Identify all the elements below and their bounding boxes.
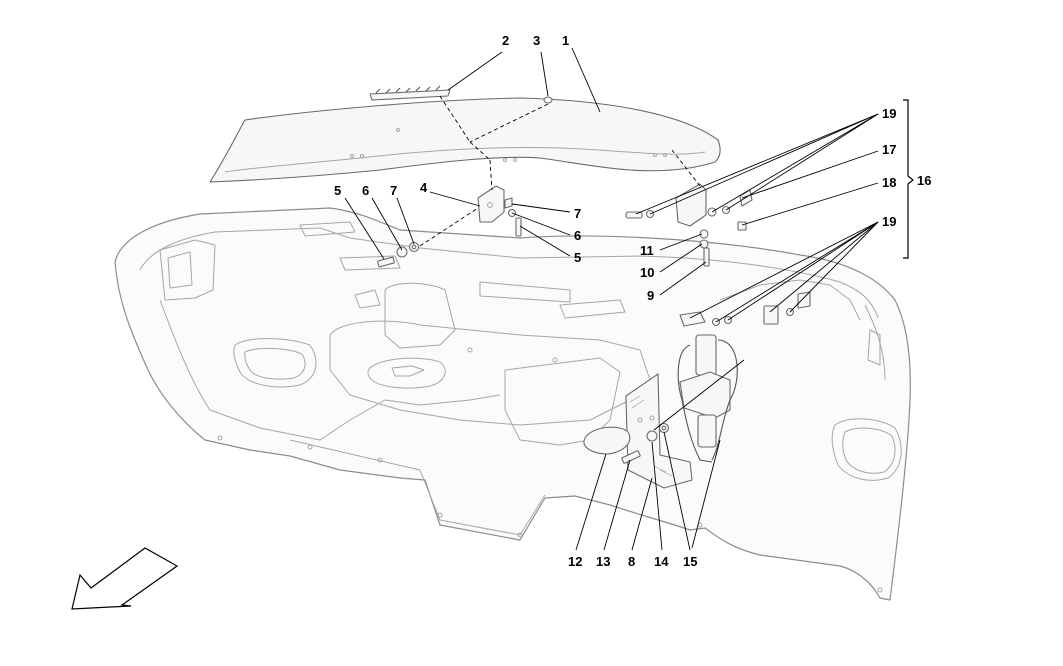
cap-part-3 — [543, 96, 553, 104]
callout-2: 2 — [502, 33, 509, 48]
badge-part-2 — [369, 85, 451, 101]
callout-10: 10 — [640, 265, 654, 280]
callout-labels: 1 2 3 4 5 5 6 6 7 7 8 9 10 11 12 13 14 1… — [334, 33, 931, 569]
callout-8: 8 — [628, 554, 635, 569]
callout-5-left: 5 — [334, 183, 341, 198]
callout-19-top: 19 — [882, 106, 896, 121]
left-screw-washers — [377, 241, 420, 268]
hinge-bracket-part-4 — [477, 185, 522, 237]
callout-14: 14 — [654, 554, 669, 569]
callout-1: 1 — [562, 33, 569, 48]
callout-6-right: 6 — [574, 228, 581, 243]
front-direction-arrow-icon — [71, 547, 179, 610]
callout-9: 9 — [647, 288, 654, 303]
group-brace-16 — [903, 99, 914, 259]
leader-lines — [344, 47, 879, 551]
callout-7-right: 7 — [574, 206, 581, 221]
callout-13: 13 — [596, 554, 610, 569]
rear-spoiler-part-1 — [209, 97, 721, 183]
callout-3: 3 — [533, 33, 540, 48]
callout-18: 18 — [882, 175, 896, 190]
callout-4: 4 — [420, 180, 428, 195]
callout-15: 15 — [683, 554, 697, 569]
callout-19-bottom: 19 — [882, 214, 896, 229]
callout-16: 16 — [917, 173, 931, 188]
actuator-assembly — [677, 291, 811, 463]
callout-5-right: 5 — [574, 250, 581, 265]
callout-11: 11 — [640, 243, 654, 258]
callout-7-left: 7 — [390, 183, 397, 198]
callout-6-left: 6 — [362, 183, 369, 198]
callout-12: 12 — [568, 554, 582, 569]
callout-17: 17 — [882, 142, 896, 157]
clip-and-screws-12-15 — [583, 422, 670, 464]
support-bracket-part-8 — [625, 373, 693, 489]
